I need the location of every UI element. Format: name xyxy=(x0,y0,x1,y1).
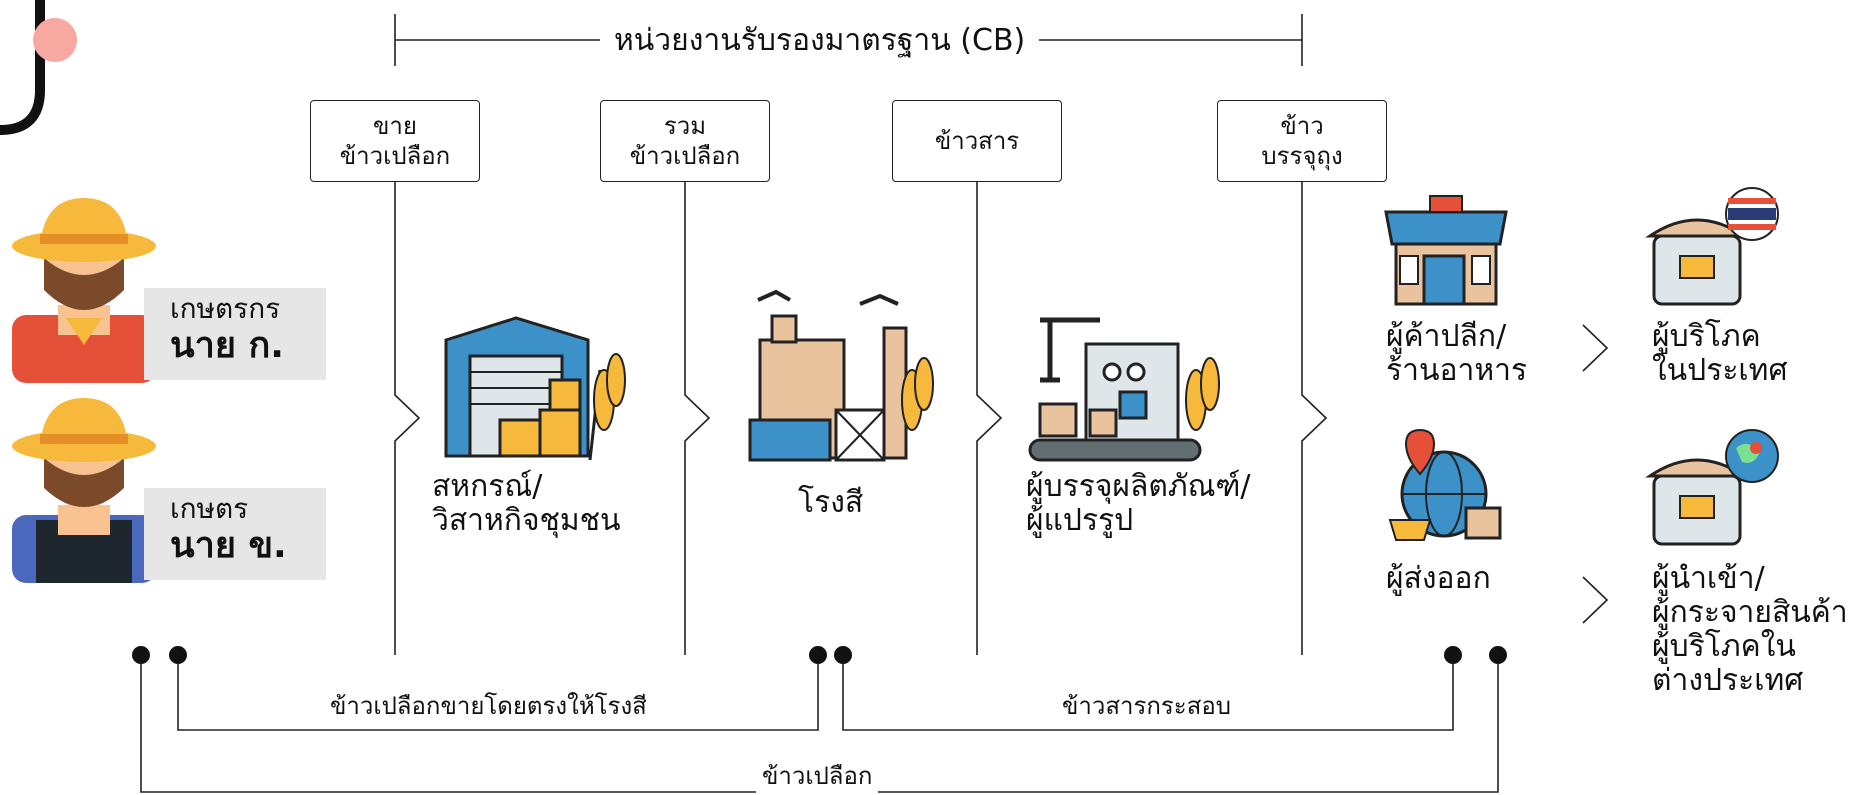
foreign-buyer-line2: ผู้กระจายสินค้า xyxy=(1652,595,1848,630)
cooperative-label: สหกรณ์/ วิสาหกิจชุมชน xyxy=(432,470,621,538)
retailer-label-line1: ผู้ค้าปลีก/ xyxy=(1386,319,1507,354)
flow-dot xyxy=(169,646,187,664)
foreign-buyer-line4: ต่างประเทศ xyxy=(1652,663,1804,698)
farmer-a-icon xyxy=(12,198,156,383)
flow-label-direct-to-mill: ข้าวเปลือกขายโดยตรงให้โรงสี xyxy=(324,686,653,725)
rice-mill-icon xyxy=(748,289,934,462)
farmer-a-tag: เกษตรกร นาย ก. xyxy=(144,288,326,380)
packer-label: ผู้บรรจุผลิตภัณฑ์/ ผู้แปรรูป xyxy=(1026,470,1251,538)
stage-box-milled-rice: ข้าวสาร xyxy=(892,100,1062,182)
packer-label-line2: ผู้แปรรูป xyxy=(1026,503,1134,538)
stage-box-line2: ข้าวเปลือก xyxy=(339,142,451,170)
globe-export-icon xyxy=(1388,428,1502,541)
stage-box-line1: ข้าว xyxy=(1280,112,1324,140)
domestic-consumer-line2: ในประเทศ xyxy=(1652,353,1788,388)
chevron-to-foreign xyxy=(1582,576,1609,624)
warehouse-icon xyxy=(444,316,626,461)
flow-dot xyxy=(1489,646,1507,664)
domestic-consumer-label: ผู้บริโภค ในประเทศ xyxy=(1652,320,1788,388)
flow-dot xyxy=(809,646,827,664)
rice-cooker-world-icon xyxy=(1645,429,1779,546)
domestic-consumer-line1: ผู้บริโภค xyxy=(1652,319,1761,354)
foreign-buyer-label: ผู้นำเข้า/ ผู้กระจายสินค้า ผู้บริโภคใน ต… xyxy=(1652,562,1848,698)
farmer-b-role: เกษตร xyxy=(170,492,249,525)
packing-machine-icon xyxy=(1028,317,1220,462)
stage-divider-3 xyxy=(976,182,1003,655)
farmer-b-icon xyxy=(12,398,156,583)
flow-label-paddy: ข้าวเปลือก xyxy=(756,756,879,795)
foreign-buyer-line3: ผู้บริโภคใน xyxy=(1652,629,1796,664)
chevron-to-domestic xyxy=(1582,324,1609,372)
stage-divider-1 xyxy=(394,182,421,655)
retailer-label: ผู้ค้าปลีก/ ร้านอาหาร xyxy=(1386,320,1527,388)
flow-line-milled-rice xyxy=(842,655,1454,731)
exporter-label: ผู้ส่งออก xyxy=(1386,562,1491,596)
stage-box-line1: ข้าวสาร xyxy=(934,127,1020,155)
flow-dot xyxy=(132,646,150,664)
mill-label: โรงสี xyxy=(798,486,863,520)
stage-box-sell-paddy: ขาย ข้าวเปลือก xyxy=(310,100,480,182)
stage-divider-4 xyxy=(1301,182,1328,655)
rice-cooker-thailand-icon xyxy=(1645,187,1779,306)
farmer-b-name: นาย ข. xyxy=(170,525,287,566)
stage-box-line1: รวม xyxy=(663,112,707,140)
farmer-b-tag: เกษตร นาย ข. xyxy=(144,488,326,580)
retailer-label-line2: ร้านอาหาร xyxy=(1386,353,1528,388)
stage-box-collect-paddy: รวม ข้าวเปลือก xyxy=(600,100,770,182)
mill-label-line1: โรงสี xyxy=(798,485,864,520)
farmer-a-role: เกษตรกร xyxy=(170,292,281,325)
stage-divider-2 xyxy=(684,182,711,655)
packer-label-line1: ผู้บรรจุผลิตภัณฑ์/ xyxy=(1026,469,1251,504)
foreign-buyer-line1: ผู้นำเข้า/ xyxy=(1652,561,1765,596)
stage-box-line2: ข้าวเปลือก xyxy=(629,142,741,170)
flow-dot xyxy=(834,646,852,664)
stage-box-line2: บรรจุถุง xyxy=(1261,142,1343,170)
flow-label-milled-rice: ข้าวสารกระสอบ xyxy=(1056,686,1237,725)
exporter-label-line1: ผู้ส่งออก xyxy=(1386,561,1491,596)
flow-dot xyxy=(1444,646,1462,664)
corner-dot-icon xyxy=(33,18,77,62)
store-icon xyxy=(1384,195,1508,306)
stage-box-bagged-rice: ข้าว บรรจุถุง xyxy=(1217,100,1387,182)
cooperative-label-line1: สหกรณ์/ xyxy=(432,469,543,504)
stage-box-line1: ขาย xyxy=(373,112,417,140)
corner-mark-icon xyxy=(0,0,45,135)
flow-line-direct-to-mill xyxy=(177,655,819,731)
farmer-a-name: นาย ก. xyxy=(170,325,284,366)
cooperative-label-line2: วิสาหกิจชุมชน xyxy=(432,503,621,538)
cb-title: หน่วยงานรับรองมาตรฐาน (CB) xyxy=(600,17,1040,64)
